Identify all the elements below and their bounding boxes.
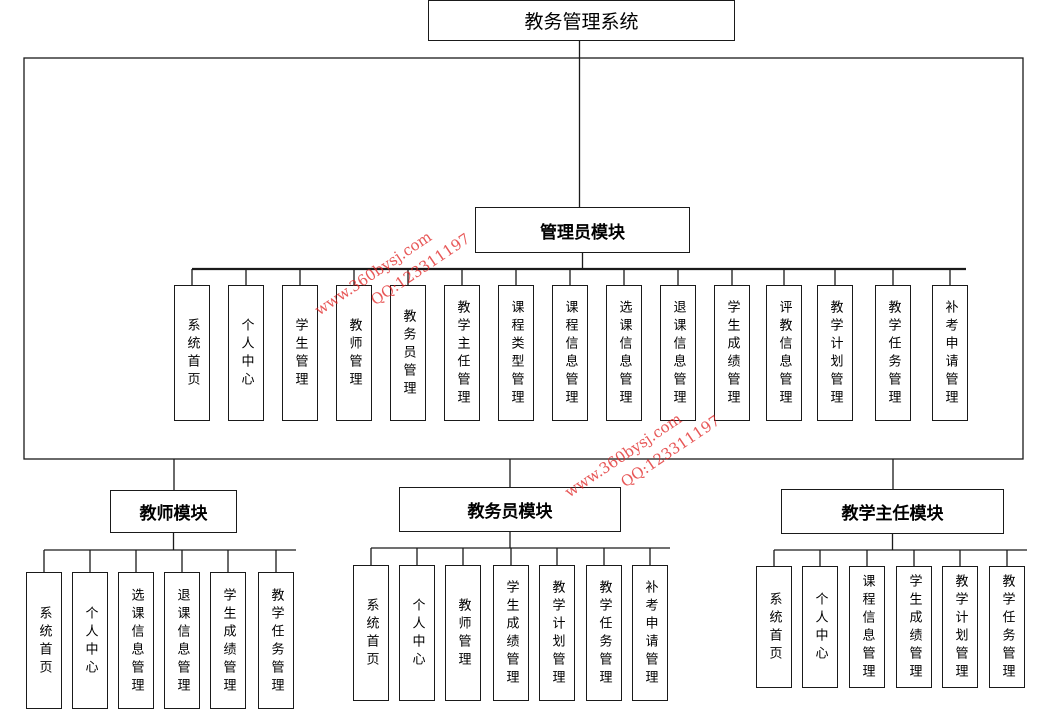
- admin-item-14-label: 补考申请管理: [942, 300, 958, 408]
- admin-module-frame: [23, 57, 1024, 460]
- admin-item-4-label: 教务员管理: [400, 309, 416, 399]
- registrar-item-0-label: 系统首页: [363, 598, 379, 670]
- root-node-label: 教务管理系统: [524, 11, 639, 33]
- teacher-module-node-label: 教师模块: [139, 504, 208, 524]
- director-item-4: 教学计划管理: [942, 566, 978, 688]
- admin-module-node-label: 管理员模块: [540, 222, 625, 243]
- registrar-item-5: 教学任务管理: [586, 565, 622, 701]
- admin-item-11: 评教信息管理: [766, 285, 802, 421]
- admin-module-node: 管理员模块: [475, 207, 690, 253]
- registrar-item-3-label: 学生成绩管理: [503, 580, 519, 688]
- director-item-3: 学生成绩管理: [896, 566, 932, 688]
- root-node: 教务管理系统: [428, 0, 735, 41]
- admin-item-6-label: 课程类型管理: [508, 300, 524, 408]
- admin-item-11-label: 评教信息管理: [776, 300, 792, 408]
- teacher-item-5: 教学任务管理: [258, 572, 294, 709]
- teacher-item-0-label: 系统首页: [36, 605, 52, 678]
- admin-item-9-label: 退课信息管理: [670, 300, 686, 408]
- director-item-3-label: 学生成绩管理: [906, 574, 922, 682]
- director-module-node: 教学主任模块: [781, 489, 1004, 534]
- admin-item-1: 个人中心: [228, 285, 264, 421]
- admin-item-14: 补考申请管理: [932, 285, 968, 421]
- admin-item-0: 系统首页: [174, 285, 210, 421]
- teacher-item-2: 选课信息管理: [118, 572, 154, 709]
- admin-item-8-label: 选课信息管理: [616, 300, 632, 408]
- registrar-item-4-label: 教学计划管理: [549, 580, 565, 688]
- registrar-module-node-label: 教务员模块: [467, 502, 553, 522]
- teacher-item-0: 系统首页: [26, 572, 62, 709]
- teacher-item-3-label: 退课信息管理: [174, 587, 190, 696]
- admin-item-8: 选课信息管理: [606, 285, 642, 421]
- registrar-module-node: 教务员模块: [399, 487, 621, 532]
- registrar-item-2-label: 教师管理: [455, 598, 471, 670]
- admin-item-4: 教务员管理: [390, 285, 426, 421]
- registrar-item-0: 系统首页: [353, 565, 389, 701]
- admin-item-1-label: 个人中心: [238, 318, 254, 390]
- teacher-module-node: 教师模块: [110, 490, 237, 533]
- teacher-item-4-label: 学生成绩管理: [220, 587, 236, 696]
- admin-item-2-label: 学生管理: [292, 318, 308, 390]
- admin-item-5: 教学主任管理: [444, 285, 480, 421]
- registrar-item-6: 补考申请管理: [632, 565, 668, 701]
- registrar-item-1-label: 个人中心: [409, 598, 425, 670]
- admin-item-3-label: 教师管理: [346, 318, 362, 390]
- director-item-2: 课程信息管理: [849, 566, 885, 688]
- admin-item-10: 学生成绩管理: [714, 285, 750, 421]
- registrar-item-4: 教学计划管理: [539, 565, 575, 701]
- admin-item-10-label: 学生成绩管理: [724, 300, 740, 408]
- admin-item-13: 教学任务管理: [875, 285, 911, 421]
- registrar-item-5-label: 教学任务管理: [596, 580, 612, 688]
- teacher-item-4: 学生成绩管理: [210, 572, 246, 709]
- admin-item-12: 教学计划管理: [817, 285, 853, 421]
- admin-item-9: 退课信息管理: [660, 285, 696, 421]
- admin-item-0-label: 系统首页: [184, 318, 200, 390]
- director-item-1-label: 个人中心: [812, 592, 828, 664]
- director-item-1: 个人中心: [802, 566, 838, 688]
- teacher-item-3: 退课信息管理: [164, 572, 200, 709]
- registrar-item-2: 教师管理: [445, 565, 481, 701]
- admin-item-7: 课程信息管理: [552, 285, 588, 421]
- teacher-item-2-label: 选课信息管理: [128, 587, 144, 696]
- teacher-item-1-label: 个人中心: [82, 605, 98, 678]
- director-module-node-label: 教学主任模块: [841, 504, 944, 524]
- director-item-0: 系统首页: [756, 566, 792, 688]
- registrar-item-1: 个人中心: [399, 565, 435, 701]
- director-item-4-label: 教学计划管理: [952, 574, 968, 682]
- director-item-2-label: 课程信息管理: [859, 574, 875, 682]
- registrar-item-6-label: 补考申请管理: [642, 580, 658, 688]
- admin-item-3: 教师管理: [336, 285, 372, 421]
- admin-item-13-label: 教学任务管理: [885, 300, 901, 408]
- admin-item-5-label: 教学主任管理: [454, 300, 470, 408]
- director-item-0-label: 系统首页: [766, 592, 782, 664]
- teacher-item-5-label: 教学任务管理: [268, 587, 284, 696]
- admin-item-12-label: 教学计划管理: [827, 300, 843, 408]
- director-item-5: 教学任务管理: [989, 566, 1025, 688]
- admin-item-6: 课程类型管理: [498, 285, 534, 421]
- registrar-item-3: 学生成绩管理: [493, 565, 529, 701]
- director-item-5-label: 教学任务管理: [999, 574, 1015, 682]
- admin-item-2: 学生管理: [282, 285, 318, 421]
- admin-item-7-label: 课程信息管理: [562, 300, 578, 408]
- teacher-item-1: 个人中心: [72, 572, 108, 709]
